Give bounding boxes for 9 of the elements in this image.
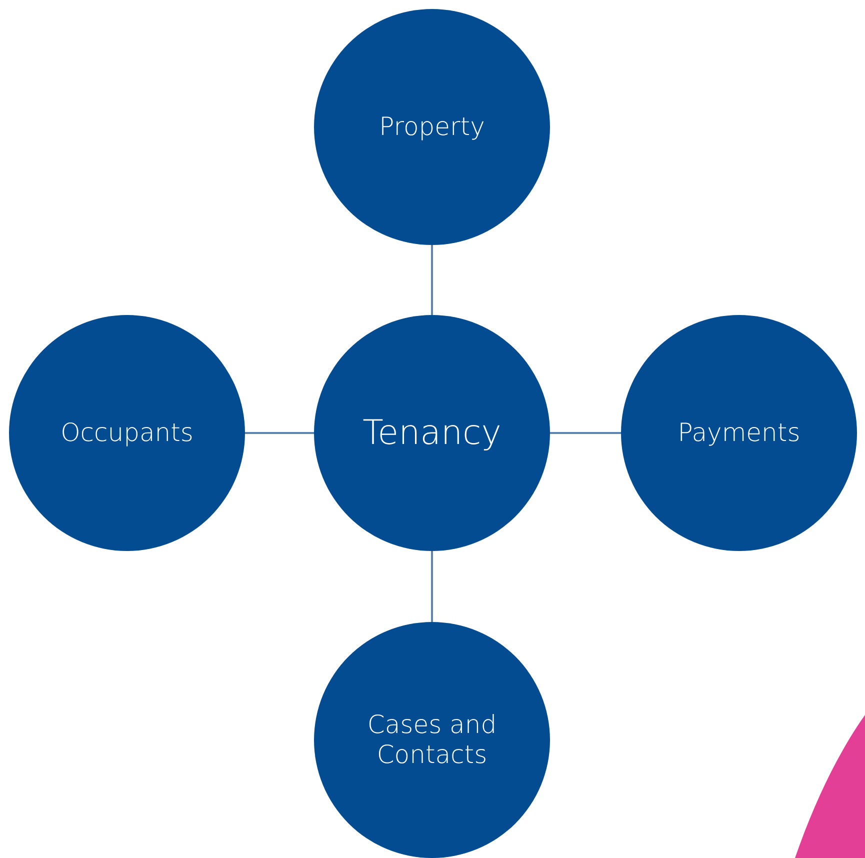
node-label: Tenancy	[362, 412, 502, 454]
connector-line	[431, 245, 433, 315]
node-label: Property	[379, 112, 485, 142]
node-label: Occupants	[60, 418, 194, 448]
connector-line	[431, 551, 433, 622]
node-label: Cases and Contacts	[366, 710, 498, 770]
node-label: Payments	[678, 418, 800, 448]
connector-line	[245, 432, 314, 434]
connector-line	[550, 432, 621, 434]
